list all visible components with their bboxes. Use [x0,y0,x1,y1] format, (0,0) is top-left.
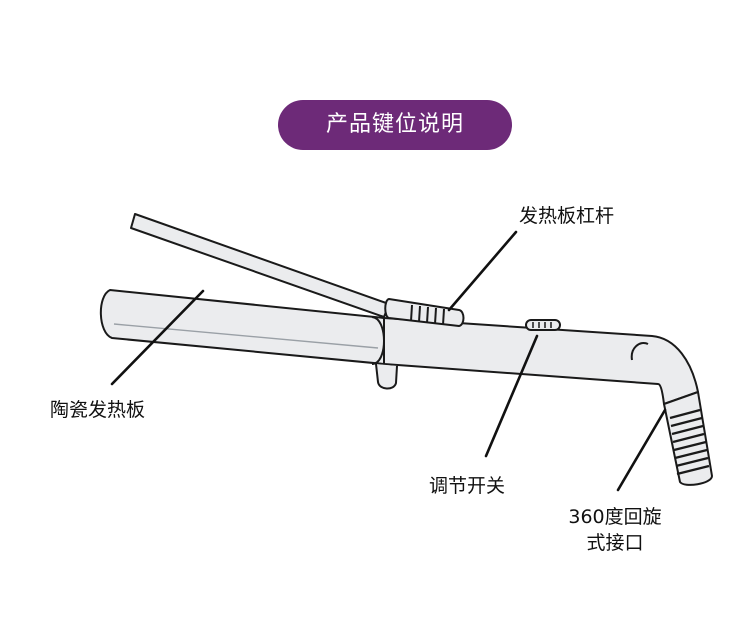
leader-rotating-joint [616,408,667,492]
label-adjust-switch: 调节开关 [429,475,506,497]
label-rotating-joint-line2: 式接口 [586,532,644,554]
label-heating-lever: 发热板杠杆 [519,205,615,227]
adjust-switch [525,319,561,331]
ceramic-barrel [99,289,385,365]
leader-ceramic-plate [110,289,205,386]
leader-adjust-switch [484,334,539,458]
barrel-highlight [113,323,379,349]
leader-heating-lever [447,230,518,312]
leader-lines [110,230,667,492]
cord-joint-ridges [669,408,710,476]
title-badge: 产品键位说明 [278,100,512,150]
stand-foot [375,363,398,390]
lever-grip-ridges [410,304,445,326]
label-rotating-joint: 360度回旋 式接口 [560,504,670,556]
handle-end-curve [630,342,649,361]
label-rotating-joint-line1: 360度回旋 [568,506,662,528]
label-ceramic-plate: 陶瓷发热板 [50,399,146,421]
